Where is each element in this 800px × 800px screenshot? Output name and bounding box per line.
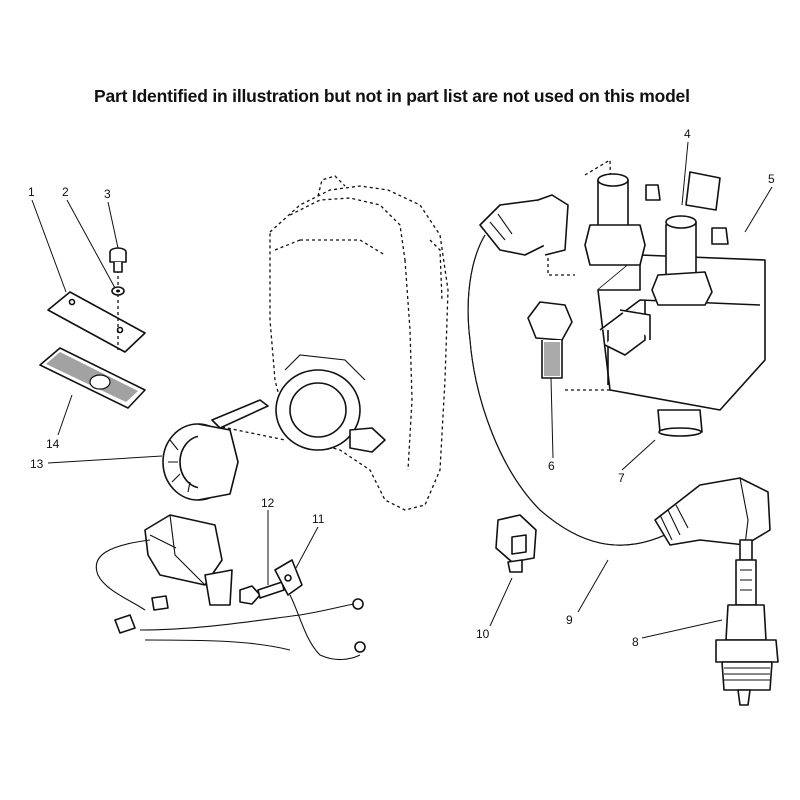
callout-1: 1 bbox=[28, 185, 35, 199]
callout-2: 2 bbox=[62, 185, 69, 199]
flywheel-housing bbox=[269, 175, 449, 511]
callout-9: 9 bbox=[566, 613, 573, 627]
callout-7: 7 bbox=[618, 471, 625, 485]
callout-6: 6 bbox=[548, 459, 555, 473]
callout-11: 11 bbox=[312, 512, 325, 526]
spark-plug-part-8 bbox=[715, 539, 779, 706]
plate-part-1 bbox=[47, 291, 146, 353]
callout-numbers: 1 2 3 4 5 6 7 8 9 10 11 12 13 14 bbox=[28, 127, 775, 649]
callout-13: 13 bbox=[30, 457, 44, 471]
callout-12: 12 bbox=[261, 496, 275, 510]
callout-14: 14 bbox=[46, 437, 60, 451]
gasket-part-14 bbox=[39, 347, 146, 409]
callout-3: 3 bbox=[104, 187, 111, 201]
ignition-coil-assembly bbox=[547, 158, 766, 437]
callout-4: 4 bbox=[684, 127, 691, 141]
clip-part-11 bbox=[274, 559, 303, 596]
housing-seal-ring bbox=[275, 354, 386, 453]
connector-part-10 bbox=[495, 514, 537, 573]
lockwasher-part-2 bbox=[111, 286, 125, 296]
ignition-lead-part-9 bbox=[467, 194, 771, 546]
diagram-note: Part Identified in illustration but not … bbox=[94, 86, 690, 106]
leader-lines bbox=[31, 141, 773, 639]
screw-part-3 bbox=[109, 247, 127, 273]
callout-5: 5 bbox=[768, 172, 775, 186]
callout-8: 8 bbox=[632, 635, 639, 649]
oil-seal-part-13 bbox=[162, 423, 239, 501]
ignition-module bbox=[95, 514, 366, 661]
bolt-part-12 bbox=[239, 581, 285, 605]
callout-10: 10 bbox=[476, 627, 490, 641]
bolt-part-6 bbox=[527, 301, 573, 379]
woodruff-key bbox=[211, 399, 286, 441]
